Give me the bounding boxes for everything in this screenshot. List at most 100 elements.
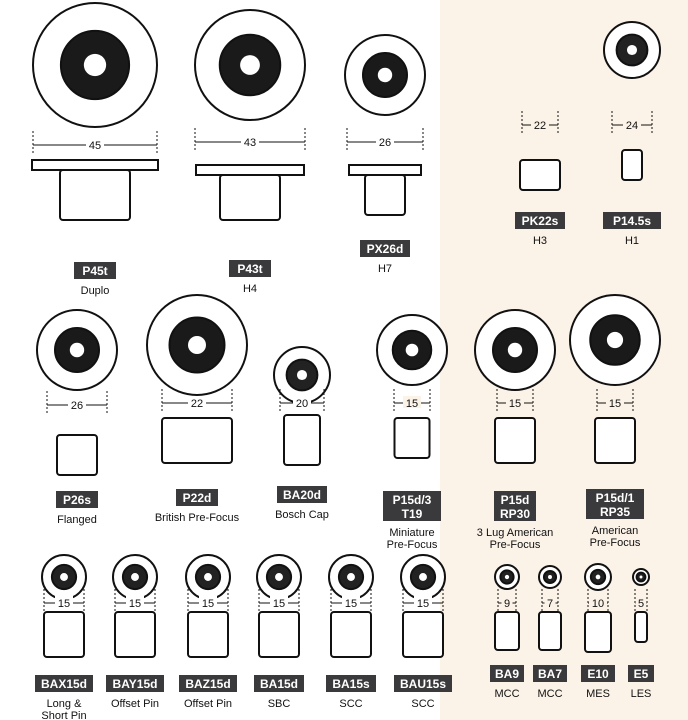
base-caption: American [592,525,638,537]
top-view-contact [507,342,523,358]
base-code-text: RP30 [500,507,530,521]
dimension-text-bg [589,596,607,608]
base-code-text: BAX15d [41,677,87,691]
base-body [187,611,229,658]
base-caption: LES [631,688,652,700]
dimension-value: 15 [273,598,285,610]
base-code-label [581,665,615,682]
base-body [364,174,406,216]
top-view-contact [548,575,552,579]
dimension-text-bg [126,596,144,608]
top-view-contact [504,574,510,580]
base-code-label [176,489,218,506]
dimension-text-bg [635,596,647,608]
dimension-value: 20 [296,398,308,410]
top-view-contact [595,574,601,580]
dimension-text-bg [199,596,217,608]
base-caption: H4 [243,283,257,295]
dimension-value: 15 [609,398,621,410]
base-body [621,149,643,181]
base-caption: Pre-Focus [490,539,541,551]
base-code-text: P22d [183,491,212,505]
top-view-contact [347,573,355,581]
dimension-text-bg [414,596,432,608]
top-view-contact [626,44,638,56]
base-caption: Miniature [389,527,434,539]
dimension-text-bg [506,396,524,408]
top-view-contact [639,575,643,579]
dimension-value: 15 [509,398,521,410]
dimension-text-bg [501,596,513,608]
base-code-text: P14.5s [613,214,651,228]
base-caption: Pre-Focus [590,537,641,549]
base-caption: SCC [411,698,434,710]
base-code-text: PX26d [367,242,404,256]
base-code-text: P15d/3 [393,493,432,507]
dimension-text-bg [270,596,288,608]
dimension-value: 5 [638,598,644,610]
base-caption: Flanged [57,514,97,526]
dimension-value: 24 [626,120,638,132]
top-view-contact [204,573,212,581]
base-code-text: BAU15s [400,677,446,691]
dimension-value: 43 [244,137,256,149]
base-body [56,434,98,476]
top-view-contact [131,573,139,581]
base-body [59,169,131,221]
base-code-text: BAY15d [113,677,158,691]
dimension-value: 26 [379,137,391,149]
base-code-label [254,675,304,692]
base-caption: Duplo [81,285,110,297]
top-view-contact [240,55,260,75]
base-code-label [533,665,567,682]
base-caption: Bosch Cap [275,509,329,521]
base-body [634,611,648,643]
base-flange [348,164,422,176]
dimension-text-bg [403,396,421,408]
top-view-contact [296,369,308,381]
base-code-text: BA9 [495,667,519,681]
base-flange [195,164,305,176]
base-code-text: PK22s [522,214,559,228]
dimension-text-bg [376,135,394,147]
base-body [43,611,85,658]
base-caption: H7 [378,263,392,275]
base-body [584,611,612,653]
base-body [594,417,636,464]
base-code-label [179,675,237,692]
base-code-label [326,675,376,692]
dimension-text-bg [68,398,86,410]
base-body [330,611,372,658]
dimension-value: 15 [202,598,214,610]
top-view-contact [405,343,419,357]
dimension-text-bg [544,596,556,608]
base-code-label [383,491,441,521]
base-code-label [229,260,271,277]
base-code-text: BAZ15d [185,677,230,691]
top-view-contact [188,336,206,354]
top-view-contact [60,573,68,581]
dimension-text-bg [241,135,259,147]
dimension-text-bg [55,596,73,608]
base-code-text: P15d/1 [596,491,635,505]
base-body [283,414,321,466]
base-code-label [74,262,116,279]
dimension-value: 15 [58,598,70,610]
dimension-value: 9 [504,598,510,610]
base-caption: 3 Lug American [477,527,553,539]
dimension-text-bg [606,396,624,408]
